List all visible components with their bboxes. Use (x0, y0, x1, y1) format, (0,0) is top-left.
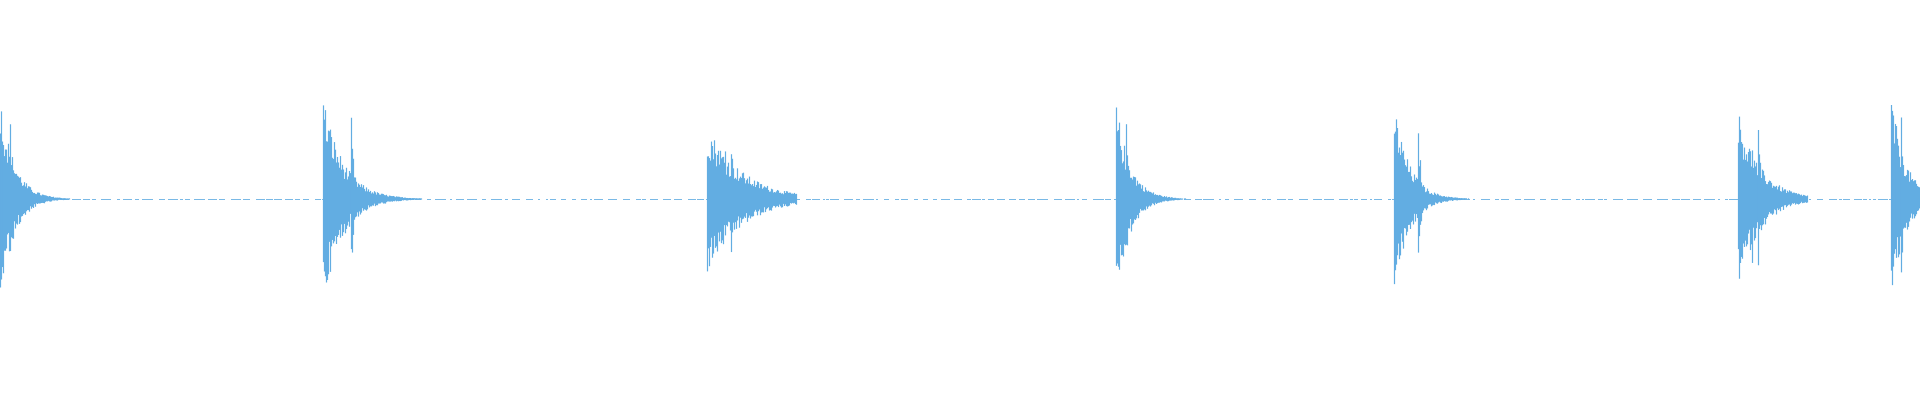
waveform-hit (0, 111, 71, 288)
waveform-hits (0, 105, 1920, 288)
waveform-hit (1393, 119, 1470, 285)
waveform-hit (322, 105, 423, 283)
waveform-hit (706, 140, 798, 272)
waveform-hit (1737, 116, 1809, 279)
waveform-hit (1115, 107, 1187, 270)
waveform-hit (1890, 105, 1920, 286)
